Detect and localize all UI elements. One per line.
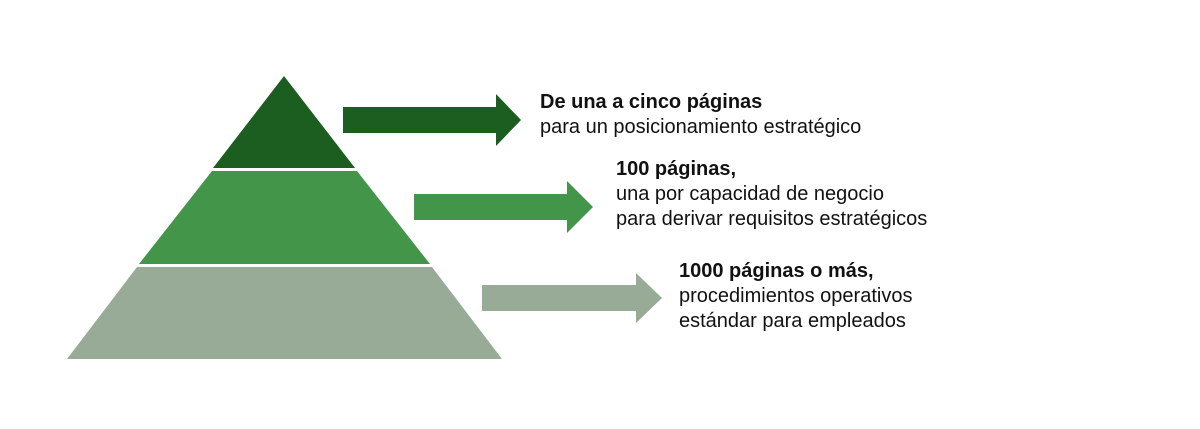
level-title-top: De una a cinco páginas	[540, 91, 763, 113]
pyramid-tier-middle	[139, 171, 430, 264]
arrow-middle	[414, 181, 593, 233]
level-label-bottom: 1000 páginas o más, procedimientos opera…	[679, 259, 912, 334]
arrow-top	[343, 94, 521, 146]
level-line-bottom-1: procedimientos operativos	[679, 285, 913, 307]
level-title-middle: 100 páginas,	[616, 158, 737, 180]
level-line-top-1: para un posicionamiento estratégico	[540, 116, 862, 138]
level-line-bottom-2: estándar para empleados	[679, 310, 906, 332]
level-label-top: De una a cinco páginas para un posiciona…	[540, 90, 861, 140]
level-line-middle-1: una por capacidad de negocio	[616, 183, 884, 205]
pyramid-tier-bottom	[67, 267, 502, 359]
pyramid-tier-top	[213, 76, 355, 168]
level-line-middle-2: para derivar requisitos estratégicos	[616, 208, 928, 230]
level-title-bottom: 1000 páginas o más,	[679, 260, 874, 282]
arrow-bottom	[482, 273, 662, 323]
level-label-middle: 100 páginas, una por capacidad de negoci…	[616, 157, 927, 232]
